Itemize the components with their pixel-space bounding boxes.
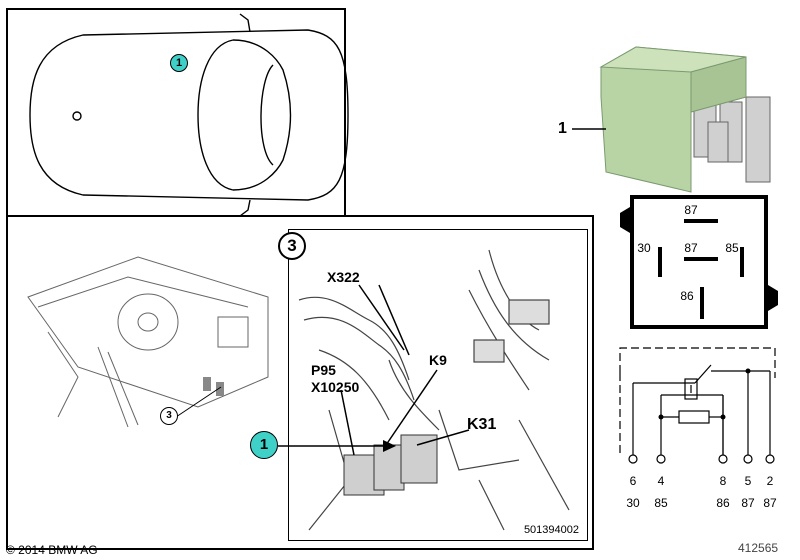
relay-part-label: 1: [558, 120, 567, 137]
installation-detail-panel: 3: [6, 215, 594, 550]
label-k31: K31: [467, 416, 497, 433]
label-x10250: X10250: [311, 379, 360, 395]
schematic-pin-label: 87: [741, 496, 755, 510]
view-number-badge: 3: [278, 232, 306, 260]
wiring-harness-drawing: [298, 249, 570, 531]
relay-leader-line: [572, 128, 606, 130]
relay-pinout-diagram: 87 87 30 85 86: [630, 195, 768, 329]
diagram-id: 412565: [738, 541, 779, 555]
schematic-pin-label: 2: [766, 474, 774, 488]
pin-87-top-label: 87: [684, 203, 698, 217]
pinout-terminals: [658, 219, 744, 319]
label-k9: K9: [429, 352, 447, 368]
schematic-pin-label: 30: [626, 496, 640, 510]
schematic-pin-label: 6: [629, 474, 637, 488]
schematic-pin-label: 85: [654, 496, 668, 510]
detail-photo-frame: X322 P95 X10250 K9 K31 501394002: [288, 229, 588, 541]
label-x322: X322: [327, 269, 360, 285]
copyright-text: © 2014 BMW AG: [6, 543, 98, 557]
car-top-view-panel: 1: [6, 8, 349, 218]
dashboard-overview-drawing: [27, 256, 269, 428]
image-reference: 501394002: [523, 524, 579, 536]
schematic-pin-label: 87: [763, 496, 777, 510]
relay-photo: [599, 46, 771, 193]
callout-arrow: [278, 440, 396, 452]
relay-location-callout: 1: [250, 431, 278, 459]
schematic-pin-label: 8: [719, 474, 727, 488]
schematic-pin-label: 4: [657, 474, 665, 488]
pin-87-center-label: 87: [684, 241, 698, 255]
car-location-callout: 1: [170, 54, 188, 72]
pin-86-label: 86: [680, 289, 694, 303]
car-outline-drawing: [29, 13, 349, 217]
location-callout-3: 3: [160, 407, 178, 425]
pin-30-label: 30: [637, 241, 651, 255]
pin-85-label: 85: [725, 241, 739, 255]
pinout-mount-tabs: [620, 207, 778, 311]
location-leader-line: [175, 386, 222, 418]
relay-schematic: [619, 347, 776, 464]
label-p95: P95: [311, 362, 336, 378]
schematic-pin-label: 5: [744, 474, 752, 488]
schematic-pin-label: 86: [716, 496, 730, 510]
